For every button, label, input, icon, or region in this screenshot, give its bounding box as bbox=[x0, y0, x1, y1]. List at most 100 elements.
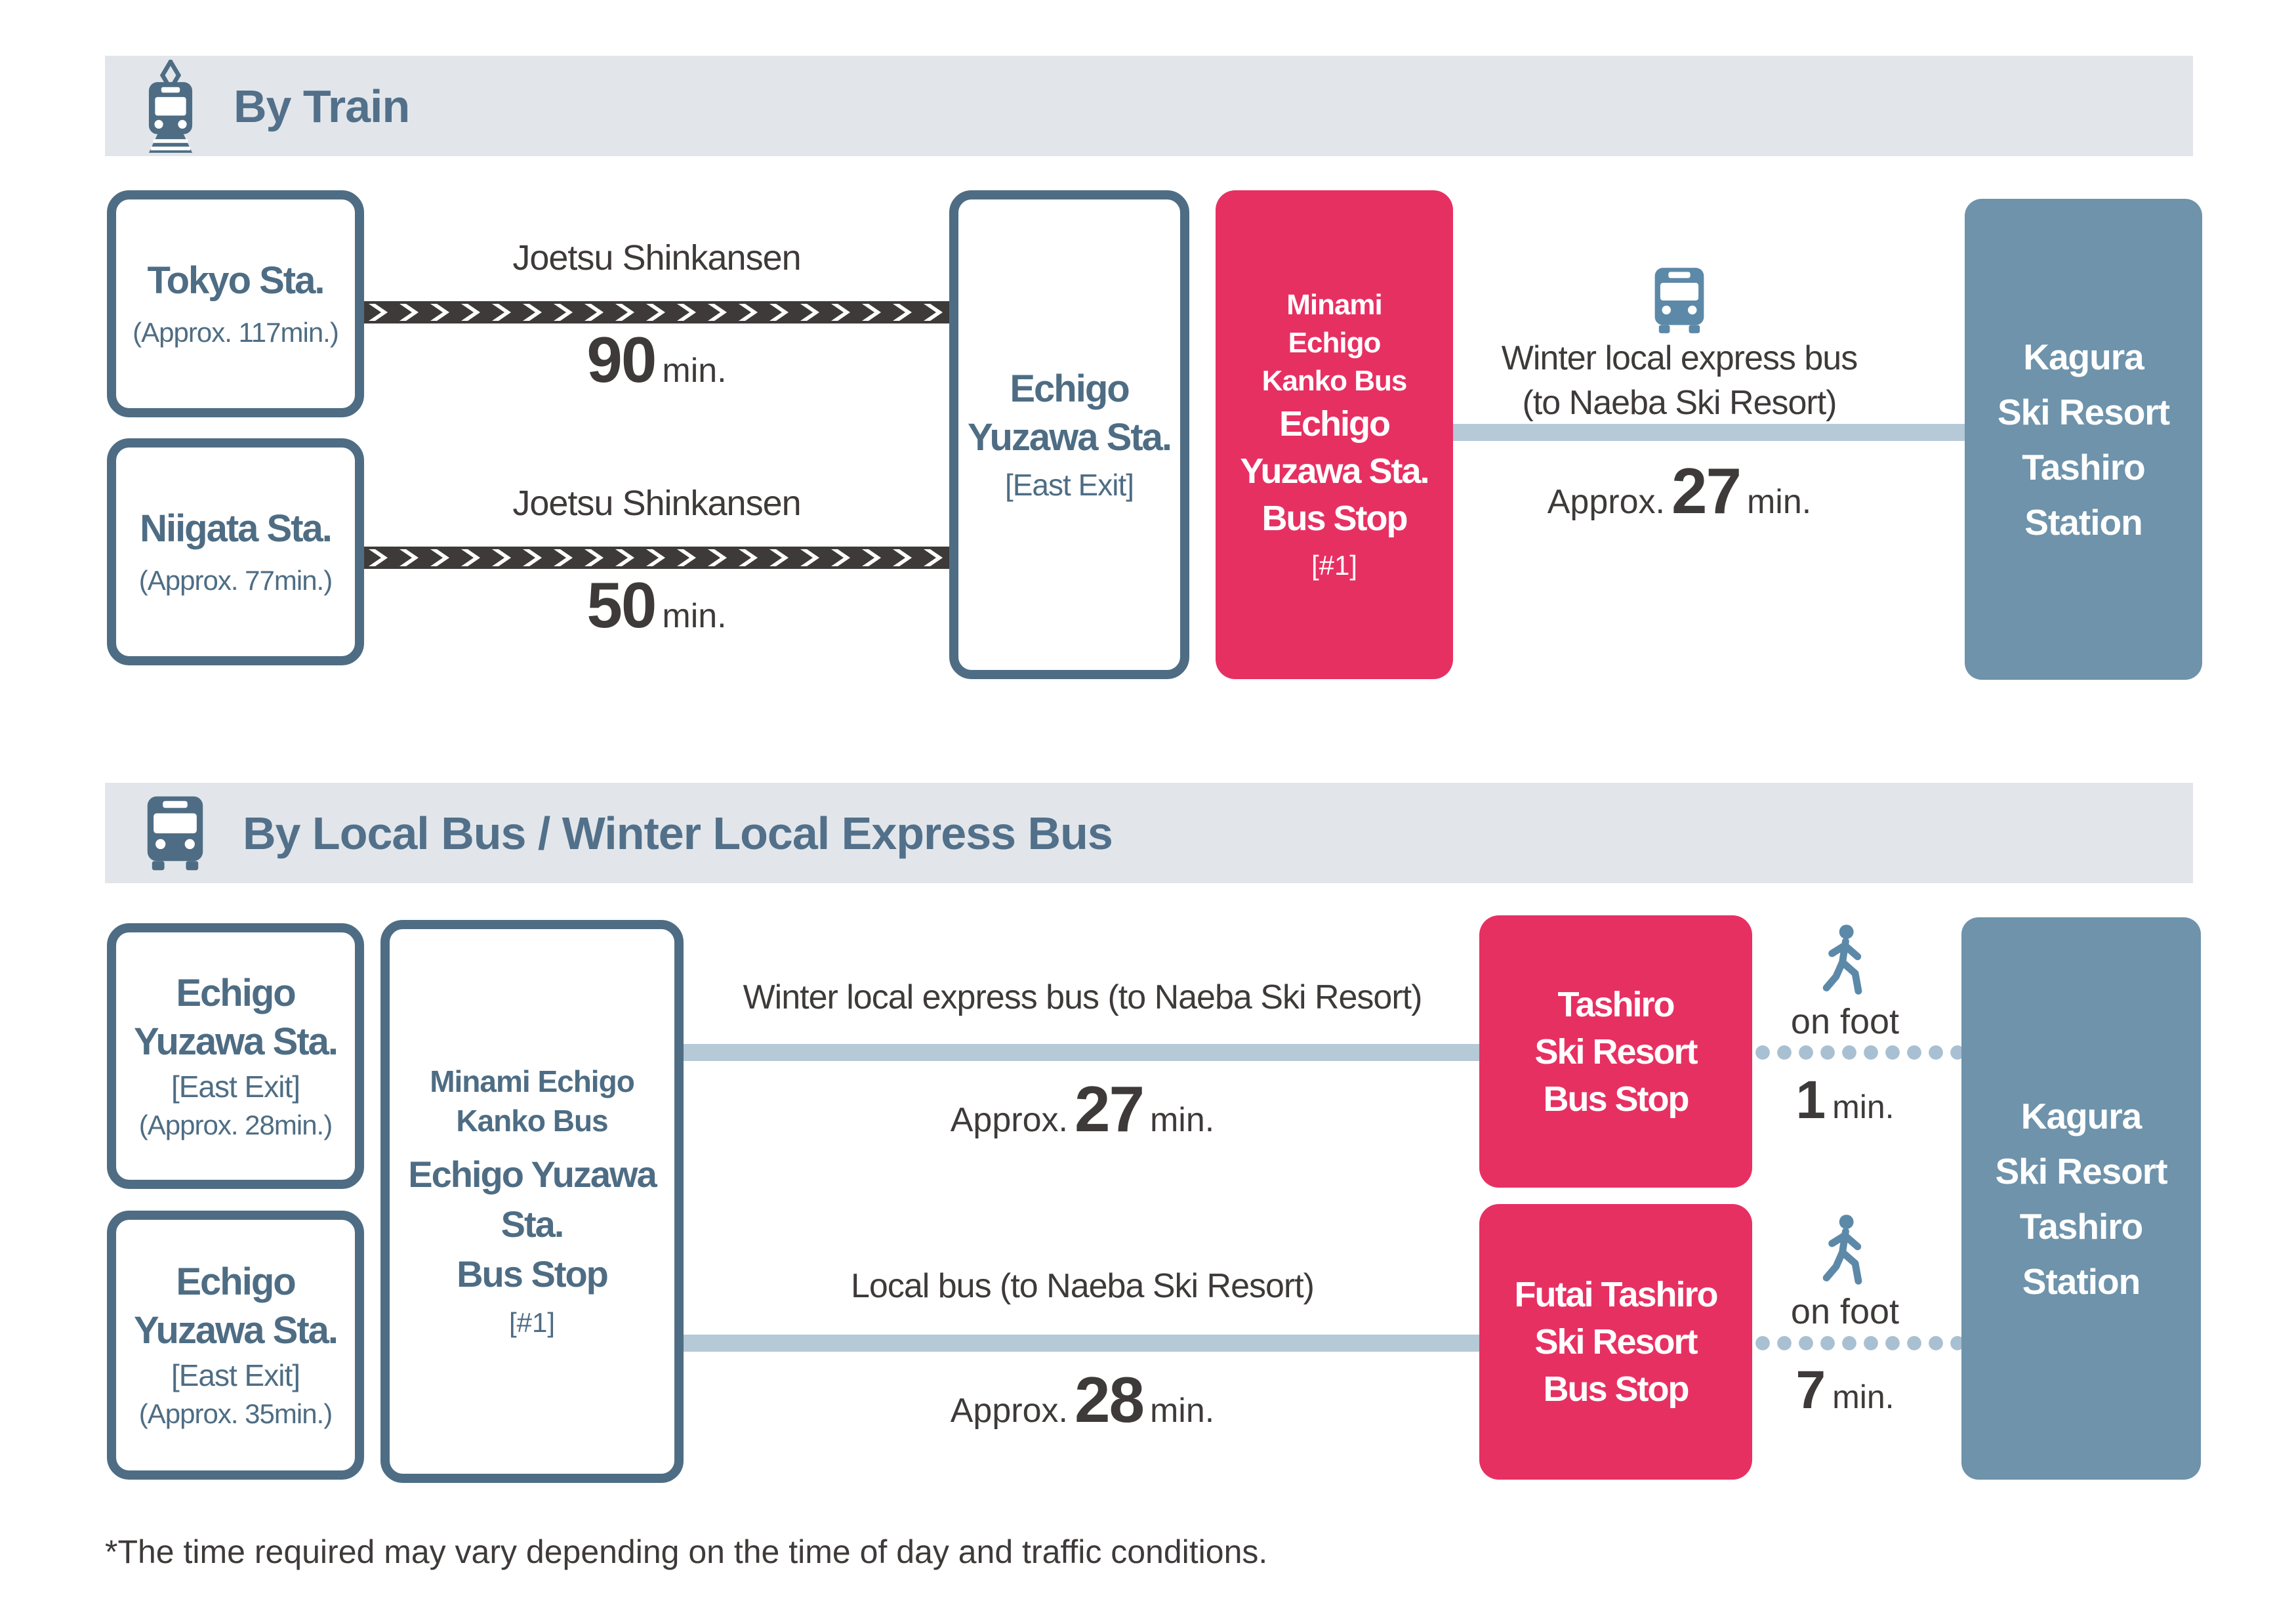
footnote: *The time required may vary depending on… bbox=[105, 1533, 1268, 1570]
kagura-destination-box: Kagura Ski Resort Tashiro Station bbox=[1965, 199, 2202, 680]
hub-exit-label: [East Exit] bbox=[1004, 467, 1134, 502]
route-a-minutes-unit: min. bbox=[1149, 1101, 1215, 1139]
walk-a-minutes-unit: min. bbox=[1832, 1089, 1895, 1125]
rail-minutes: 90 bbox=[586, 323, 657, 396]
hub-name-line2: Yuzawa Sta. bbox=[967, 415, 1172, 459]
route-a-label-text: Winter local express bus (to Naeba Ski R… bbox=[743, 978, 1423, 1016]
destination-line1: Kagura bbox=[2023, 336, 2144, 377]
route-a-label: Winter local express bus (to Naeba Ski R… bbox=[689, 975, 1476, 1020]
stop-name-line2: Ski Resort bbox=[1534, 1322, 1698, 1362]
futai-tashiro-bus-stop-box: Futai Tashiro Ski Resort Bus Stop bbox=[1479, 1204, 1752, 1480]
tokyo-station-box: Tokyo Sta. (Approx. 117min.) bbox=[107, 190, 364, 417]
stop-name-line3: Bus Stop bbox=[1543, 1369, 1690, 1409]
walk-a-duration: 1 min. bbox=[1765, 1070, 1925, 1131]
walk-b-label: on foot bbox=[1790, 1292, 1900, 1331]
station-name: Niigata Sta. bbox=[140, 507, 333, 550]
bus-section-header: By Local Bus / Winter Local Express Bus bbox=[105, 783, 2193, 883]
stop-name-line2: Ski Resort bbox=[1534, 1031, 1698, 1072]
bus-route-duration: Approx. 27 min. bbox=[1397, 454, 1961, 528]
destination-line2: Ski Resort bbox=[1995, 1150, 2167, 1192]
walk-a-minutes: 1 bbox=[1795, 1070, 1826, 1130]
bus-stop-platform: [#1] bbox=[1311, 549, 1358, 581]
bus-company-line1: Minami Echigo bbox=[430, 1064, 635, 1098]
bus-stop-name-line2: Yuzawa Sta. bbox=[1240, 451, 1429, 491]
rail-minutes-unit: min. bbox=[662, 597, 727, 635]
route-b-duration: Approx. 28 min. bbox=[689, 1363, 1476, 1437]
route-b-label: Local bus (to Naeba Ski Resort) bbox=[689, 1264, 1476, 1308]
destination-line1: Kagura bbox=[2020, 1095, 2142, 1136]
origin-exit-label: [East Exit] bbox=[171, 1358, 300, 1392]
station-name: Tokyo Sta. bbox=[147, 259, 325, 302]
origin-travel-note: (Approx. 35min.) bbox=[138, 1398, 333, 1429]
walk-a-dotted-line bbox=[1752, 1045, 1962, 1060]
bus-route-label-line2: (to Naeba Ski Resort) bbox=[1522, 384, 1837, 422]
rail-line-name: Joetsu Shinkansen bbox=[512, 238, 801, 278]
bus-stop-name-line2: Sta. bbox=[501, 1203, 565, 1245]
station-travel-note: (Approx. 77min.) bbox=[138, 565, 333, 596]
rail-minutes-unit: min. bbox=[662, 352, 727, 390]
echigo-yuzawa-origin-box-1: Echigo Yuzawa Sta. [East Exit] (Approx. … bbox=[107, 923, 364, 1189]
stop-name-line1: Tashiro bbox=[1557, 984, 1675, 1024]
rail-line-name: Joetsu Shinkansen bbox=[512, 484, 801, 523]
walk-b-minutes-unit: min. bbox=[1832, 1379, 1895, 1415]
route-b-label-text: Local bus (to Naeba Ski Resort) bbox=[850, 1267, 1315, 1305]
bus-route-label-line1: Winter local express bus bbox=[1501, 339, 1858, 377]
bus-stop-name-line1: Echigo Yuzawa bbox=[408, 1154, 657, 1195]
rail-duration: 50 min. bbox=[364, 568, 949, 642]
origin-travel-note: (Approx. 28min.) bbox=[138, 1109, 333, 1140]
destination-line2: Ski Resort bbox=[1997, 391, 2170, 432]
destination-line4: Station bbox=[2022, 1260, 2141, 1302]
destination-line3: Tashiro bbox=[2019, 1205, 2144, 1247]
station-travel-note: (Approx. 117min.) bbox=[133, 317, 339, 348]
rail-minutes: 50 bbox=[586, 569, 657, 641]
bus-stop-name-line1: Echigo bbox=[1279, 404, 1391, 444]
train-icon bbox=[136, 59, 205, 153]
walk-b-minutes: 7 bbox=[1795, 1360, 1826, 1420]
route-a-duration: Approx. 27 min. bbox=[689, 1072, 1476, 1146]
bus-icon bbox=[136, 793, 214, 873]
approx-word: Approx. bbox=[950, 1392, 1068, 1430]
route-a-line bbox=[684, 1044, 1479, 1061]
train-section-header: By Train bbox=[105, 56, 2193, 156]
bus-icon bbox=[1645, 265, 1713, 339]
stop-name-line1: Futai Tashiro bbox=[1514, 1275, 1718, 1314]
rail-duration: 90 min. bbox=[364, 323, 949, 397]
destination-line4: Station bbox=[2024, 501, 2142, 543]
bus-minutes-unit: min. bbox=[1746, 483, 1812, 521]
tashiro-bus-stop-box: Tashiro Ski Resort Bus Stop bbox=[1479, 915, 1752, 1188]
bus-company-line1: Minami bbox=[1286, 288, 1383, 321]
bus-minutes: 27 bbox=[1671, 455, 1742, 527]
walk-b-duration: 7 min. bbox=[1765, 1360, 1925, 1421]
walk-a-label: on foot bbox=[1790, 1002, 1900, 1041]
echigo-yuzawa-station-box: Echigo Yuzawa Sta. [East Exit] bbox=[949, 190, 1189, 679]
route-b-line bbox=[684, 1335, 1479, 1352]
niigata-station-box: Niigata Sta. (Approx. 77min.) bbox=[107, 438, 364, 665]
walk-icon bbox=[1818, 924, 1870, 1001]
bus-stop-name-line3: Bus Stop bbox=[1261, 498, 1408, 538]
route-b-minutes-unit: min. bbox=[1149, 1392, 1215, 1430]
bus-route-line bbox=[1453, 424, 1965, 441]
bus-stop-name-line3: Bus Stop bbox=[457, 1253, 609, 1295]
stop-name-line3: Bus Stop bbox=[1543, 1079, 1690, 1119]
walk-b-dotted-line bbox=[1752, 1335, 1962, 1351]
origin-name-line1: Echigo bbox=[176, 971, 296, 1014]
approx-word: Approx. bbox=[1547, 483, 1665, 521]
bus-section-title: By Local Bus / Winter Local Express Bus bbox=[243, 807, 1113, 859]
approx-word: Approx. bbox=[950, 1101, 1068, 1139]
origin-name-line2: Yuzawa Sta. bbox=[133, 1020, 338, 1063]
kagura-destination-box-2: Kagura Ski Resort Tashiro Station bbox=[1961, 917, 2201, 1480]
route-b-minutes: 28 bbox=[1074, 1364, 1145, 1436]
bus-company-line3: Kanko Bus bbox=[1261, 364, 1408, 397]
train-section-title: By Train bbox=[234, 80, 410, 132]
bus-company-line2: Kanko Bus bbox=[456, 1104, 608, 1138]
hub-name-line1: Echigo bbox=[1010, 367, 1130, 410]
origin-name-line1: Echigo bbox=[176, 1260, 296, 1303]
walk-icon bbox=[1818, 1214, 1870, 1291]
route-a-minutes: 27 bbox=[1074, 1073, 1145, 1145]
echigo-yuzawa-origin-box-2: Echigo Yuzawa Sta. [East Exit] (Approx. … bbox=[107, 1211, 364, 1480]
railway-track-graphic bbox=[364, 547, 949, 572]
echigo-yuzawa-bus-stop-box: Minami Echigo Kanko Bus Echigo Yuzawa St… bbox=[1216, 190, 1453, 679]
origin-exit-label: [East Exit] bbox=[171, 1069, 300, 1104]
railway-track-graphic bbox=[364, 301, 949, 327]
